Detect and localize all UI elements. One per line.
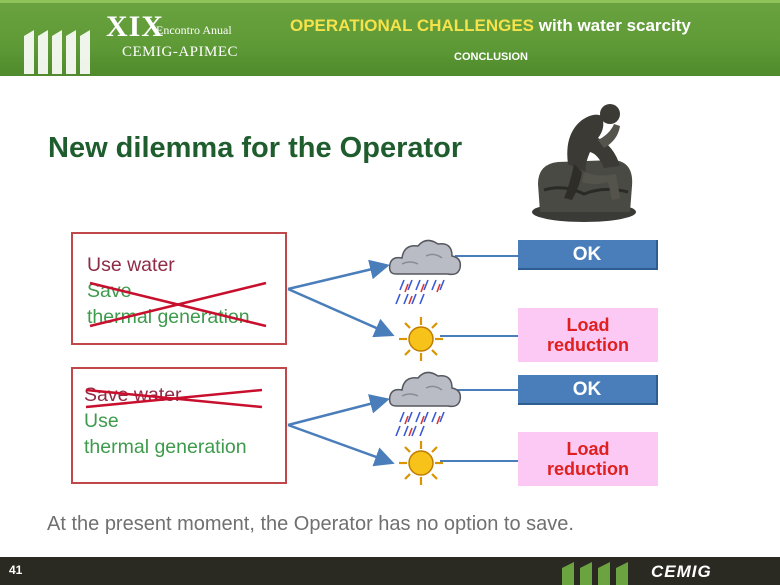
page-number: 41: [9, 563, 23, 577]
outcome-load-reduction-2: Load reduction: [518, 432, 658, 486]
option2-line3: thermal generation: [84, 436, 247, 458]
event-name: Encontro Anual: [156, 23, 232, 37]
slide-section: CONCLUSION: [454, 51, 528, 63]
rain-cloud-icon: [388, 239, 462, 305]
option-box-use-water: [71, 232, 287, 345]
outcome-load-line1: Load: [566, 315, 610, 335]
event-organization: CEMIG-APIMEC: [122, 44, 239, 60]
footer-bar: [0, 557, 780, 585]
slide-title-rest: with water scarcity: [534, 16, 691, 35]
conclusion-note: At the present moment, the Operator has …: [47, 513, 574, 535]
cemig-logo: CEMIG: [651, 562, 712, 581]
option1-line1: Use water: [87, 254, 175, 276]
rain-cloud-icon: [388, 371, 462, 437]
option-box-save-water: [71, 367, 287, 484]
slide-title: OPERATIONAL CHALLENGES with water scarci…: [290, 16, 691, 36]
slide-title-highlight: OPERATIONAL CHALLENGES: [290, 16, 534, 35]
building-logo-icon: [562, 562, 628, 585]
option2-line2: Use: [84, 410, 119, 432]
outcome-load-line2: reduction: [546, 459, 629, 479]
header-stripe: [0, 0, 780, 3]
outcome-ok-2: OK: [518, 375, 658, 405]
building-logo-icon: [24, 30, 90, 74]
event-number: XIX: [106, 10, 165, 43]
sun-icon: [399, 441, 443, 485]
outcome-load-reduction-1: Load reduction: [518, 308, 658, 362]
outcome-load-line2: reduction: [546, 335, 629, 355]
outcome-load-line1: Load: [566, 439, 610, 459]
header-banner: [0, 0, 780, 76]
thinker-statue-icon: [532, 104, 636, 222]
outcome-ok-1: OK: [518, 240, 658, 270]
sun-icon: [399, 317, 443, 361]
page-heading: New dilemma for the Operator: [48, 132, 463, 164]
